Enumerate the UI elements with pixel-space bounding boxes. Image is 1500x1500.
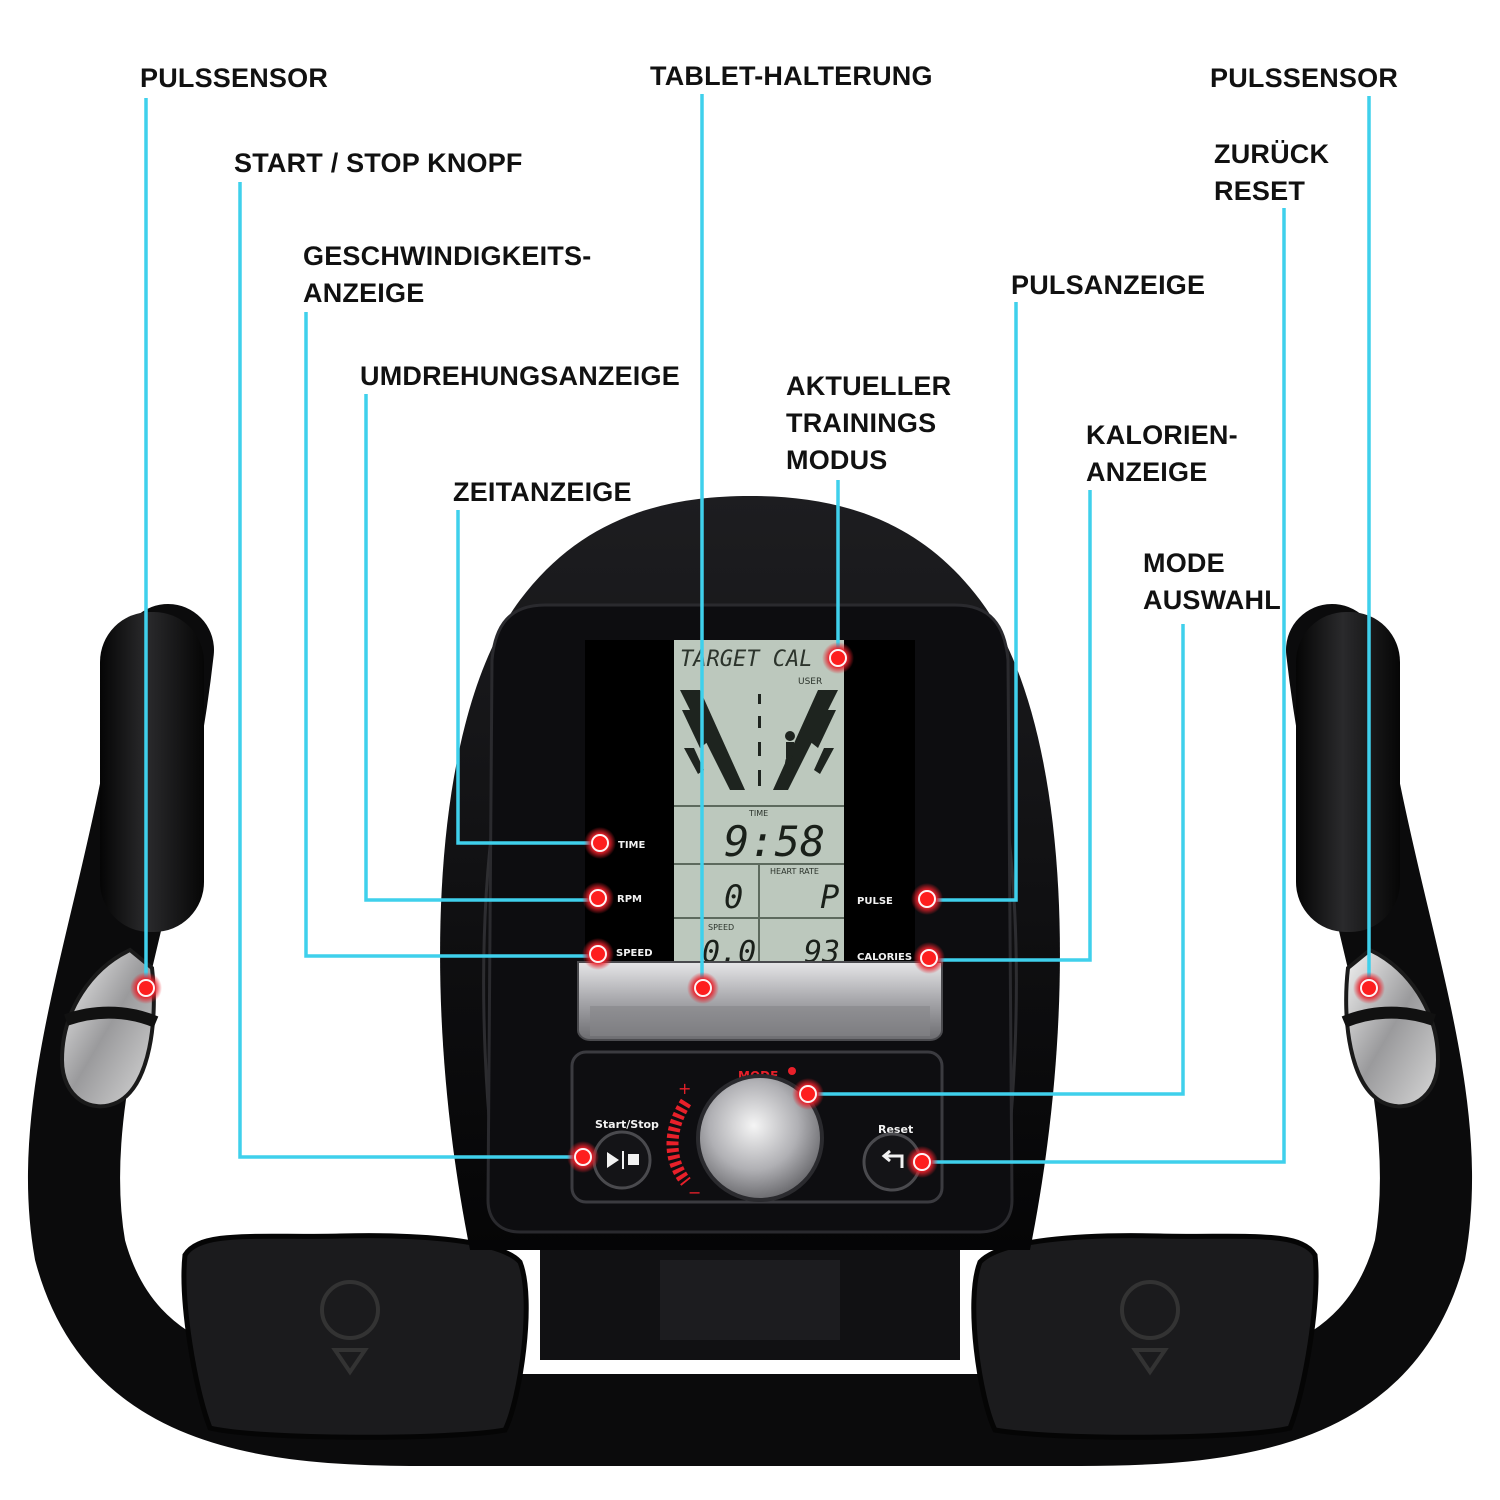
callout-tablet: TABLET-HALTERUNG (650, 58, 933, 95)
right-grip (1296, 612, 1400, 932)
markers (130, 642, 1385, 1178)
marker-pulssensor-left (130, 972, 162, 1004)
leader-geschwindigkeit (304, 312, 597, 958)
leader-mode-auswahl (808, 624, 1185, 1096)
callout-line: UMDREHUNGSANZEIGE (360, 361, 680, 391)
callout-pulsanzeige: PULSANZEIGE (1011, 267, 1205, 304)
marker-pulssensor-right (1353, 972, 1385, 1004)
leader-lines (144, 94, 1371, 1164)
callout-zurueck: ZURÜCK RESET (1214, 136, 1329, 210)
play-stop-icon (607, 1152, 619, 1168)
marker-modus (822, 642, 854, 674)
lcd-time-header: TIME (748, 809, 768, 818)
leader-zurueck (922, 208, 1286, 1164)
callout-start-stop: START / STOP KNOPF (234, 145, 523, 182)
lcd-rpm-value: 0 (724, 878, 743, 916)
callout-line: ZEITANZEIGE (453, 477, 632, 507)
callout-line: AKTUELLER (786, 371, 952, 401)
callout-line: PULSSENSOR (140, 63, 329, 93)
marker-mode (792, 1078, 824, 1110)
lcd-heart-header: HEART RATE (770, 867, 819, 876)
marker-start-stop (567, 1141, 599, 1173)
lcd-speed-header: SPEED (708, 923, 734, 932)
label-speed: SPEED (616, 948, 653, 959)
callout-line: GESCHWINDIGKEITS- (303, 241, 592, 271)
leader-kalorien (929, 490, 1092, 962)
callout-line: ANZEIGE (1086, 457, 1208, 487)
callout-umdrehung: UMDREHUNGSANZEIGE (360, 358, 680, 395)
callout-line: PULSANZEIGE (1011, 270, 1206, 300)
marker-tablet (687, 972, 719, 1004)
label-pulse: PULSE (857, 896, 893, 907)
label-calories: CALORIES (857, 952, 912, 963)
callout-line: ANZEIGE (303, 278, 425, 308)
callout-geschwindigkeit: GESCHWINDIGKEITS- ANZEIGE (303, 238, 591, 312)
marker-rpm (582, 882, 614, 914)
label-time: TIME (618, 840, 645, 851)
mode-knob[interactable] (696, 1074, 824, 1202)
callout-line: TRAININGS (786, 408, 937, 438)
marker-pulse (911, 883, 943, 915)
callout-pulssensor-right: PULSSENSOR (1210, 60, 1398, 97)
console: TARGET CAL USER TIME 9:58 HEART RATE 0 P… (440, 496, 1060, 1250)
callout-mode-auswahl: MODE AUSWAHL (1143, 545, 1281, 619)
leader-zeit (456, 510, 600, 845)
callout-line: ZURÜCK (1214, 139, 1330, 169)
callout-line: PULSSENSOR (1210, 63, 1399, 93)
callout-line: KALORIEN- (1086, 420, 1238, 450)
reset-label: Reset (878, 1123, 913, 1136)
callout-zeit: ZEITANZEIGE (453, 474, 632, 511)
callout-line: RESET (1214, 176, 1306, 206)
marker-speed (582, 938, 614, 970)
callout-line: AUSWAHL (1143, 585, 1281, 615)
minus-label: − (688, 1183, 701, 1202)
callout-line: TABLET-HALTERUNG (650, 61, 933, 91)
marker-time (584, 827, 616, 859)
callout-line: MODUS (786, 445, 888, 475)
lcd-mode-text: TARGET CAL (680, 647, 812, 672)
marker-reset (906, 1146, 938, 1178)
plus-label: + (678, 1079, 691, 1098)
start-stop-label: Start/Stop (595, 1118, 659, 1131)
resistance-scale (666, 1098, 692, 1186)
callout-pulssensor-left: PULSSENSOR (140, 60, 328, 97)
leader-pulsanzeige (927, 302, 1018, 902)
lcd-pulse-value: P (820, 878, 839, 916)
left-grip (100, 612, 204, 932)
leader-start-stop (238, 182, 583, 1159)
lcd-road-graphic (680, 690, 838, 790)
return-arrow-icon (881, 1149, 904, 1168)
callout-kalorien: KALORIEN- ANZEIGE (1086, 417, 1238, 491)
callout-line: START / STOP KNOPF (234, 148, 523, 178)
marker-calories (913, 942, 945, 974)
leader-umdrehung (364, 394, 597, 902)
lcd-user-text: USER (798, 677, 822, 687)
callout-line: MODE (1143, 548, 1225, 578)
lcd-time-value: 9:58 (724, 817, 825, 866)
callout-modus: AKTUELLER TRAININGS MODUS (786, 368, 951, 479)
label-rpm: RPM (617, 894, 642, 905)
